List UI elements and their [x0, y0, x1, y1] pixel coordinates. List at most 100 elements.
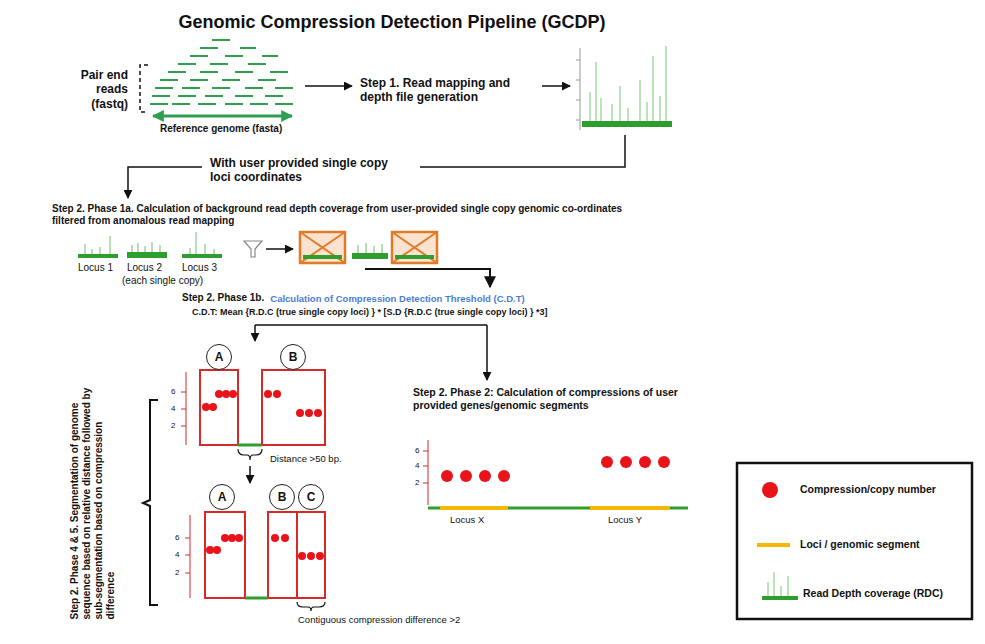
paired-reads	[152, 95, 170, 97]
paired-reads	[265, 95, 283, 97]
segmentation-panel	[200, 370, 238, 445]
filtered-loci	[352, 253, 388, 259]
legend-frame	[768, 572, 788, 597]
paired-reads	[205, 95, 223, 97]
segmentation-panel	[221, 534, 229, 542]
flow-arrow	[486, 325, 488, 380]
legend-frame	[737, 463, 972, 619]
axis-number: 6	[415, 446, 419, 456]
legend-text: Loci / genomic segment	[800, 538, 920, 551]
paired-reads	[270, 71, 288, 73]
formula-text: C.D.T: Mean {R.D.C (true single copy loc…	[192, 307, 548, 318]
segmentation-panel	[281, 534, 289, 542]
filtered-loci	[300, 232, 345, 263]
paired-reads	[250, 103, 268, 105]
segmentation-panel	[296, 409, 304, 417]
segmentation-panel	[297, 512, 325, 598]
diagram-title: Genomic Compression Detection Pipeline (…	[92, 12, 692, 34]
filtered-loci	[392, 232, 437, 263]
compression-panel	[639, 456, 651, 468]
depth-chart	[619, 86, 620, 124]
paired-reads	[212, 39, 230, 41]
compression-panel	[423, 440, 688, 508]
phase-bracket	[143, 400, 158, 605]
compression-panel	[441, 456, 670, 482]
segment-circle: A	[209, 484, 235, 510]
compression-panel	[498, 470, 510, 482]
axis-number: 4	[415, 461, 419, 471]
paired-reads	[235, 71, 253, 73]
locus-plots	[127, 252, 167, 258]
flow-arrow	[254, 325, 256, 341]
paired-reads	[155, 87, 173, 89]
step-note: With user provided single copy loci coor…	[210, 156, 410, 185]
paired-reads	[235, 95, 253, 97]
depth-chart	[576, 80, 580, 81]
segmentation-panel	[202, 390, 322, 417]
paired-reads	[222, 79, 240, 81]
flow-arrow	[542, 85, 570, 87]
depth-chart	[595, 62, 596, 124]
compression-panel	[460, 470, 472, 482]
flow-arrow	[365, 269, 490, 287]
segment-letter: A	[218, 490, 227, 504]
depth-chart	[659, 96, 660, 124]
paired-reads	[200, 47, 218, 49]
paired-reads	[178, 95, 196, 97]
segmentation-panel	[215, 390, 223, 398]
compression-panel	[428, 440, 429, 505]
paired-reads	[190, 79, 208, 81]
segmentation-panel	[316, 552, 324, 560]
segmentation-panel	[185, 555, 190, 556]
filtered-loci	[374, 246, 375, 253]
segment-letter: B	[278, 490, 287, 504]
paired-reads	[240, 47, 256, 49]
segmentation-panel	[245, 597, 268, 600]
reference-arrow	[153, 115, 292, 118]
compression-panel	[423, 466, 428, 467]
locus-plots	[138, 243, 139, 252]
segment-circle: B	[269, 484, 295, 510]
locus-plots	[92, 249, 93, 254]
segmentation-panel	[181, 426, 186, 427]
segmentation-panel	[202, 403, 210, 411]
segmentation-panel	[271, 534, 279, 542]
locus-label: Locus X	[450, 514, 484, 525]
segmentation-panel	[206, 534, 324, 560]
locus-plots	[110, 236, 111, 254]
paired-reads	[200, 71, 218, 73]
segmentation-panel	[181, 409, 186, 410]
legend-frame	[762, 596, 798, 600]
paired-reads	[190, 55, 208, 57]
locus-plots	[152, 242, 153, 252]
paired-reads	[150, 103, 168, 105]
segmentation-panel	[213, 546, 221, 554]
axis-number: 2	[171, 421, 175, 431]
segmentation-panel	[305, 409, 313, 417]
legend-frame	[767, 582, 768, 597]
paired-reads	[182, 87, 200, 89]
depth-chart	[646, 102, 647, 124]
paired-reads	[160, 79, 178, 81]
loci-input-line	[420, 135, 625, 167]
depth-chart	[582, 121, 672, 127]
compression-panel	[440, 506, 508, 510]
filtered-loci	[300, 232, 345, 263]
legend-text: Read Depth coverage (RDC)	[803, 587, 943, 600]
filtered-loci	[358, 245, 359, 253]
segmentation-panel	[209, 403, 217, 411]
step-label: Step 2. Phase 2: Calculation of compress…	[413, 386, 703, 411]
filtered-loci	[303, 255, 342, 259]
segmentation-panel	[235, 534, 243, 542]
legend-frame	[787, 576, 788, 597]
segmentation-panel	[268, 512, 297, 598]
step-label: Step 2. Phase 1b.	[182, 292, 264, 304]
locus-plots	[85, 232, 214, 254]
segment-circle: A	[206, 344, 232, 370]
segmentation-panel	[298, 552, 306, 560]
segmentation-panel	[238, 449, 262, 460]
paired-reads	[258, 79, 276, 81]
segmentation-panel	[205, 512, 245, 598]
filtered-loci	[395, 255, 434, 259]
input-label: Reference genome (fasta)	[160, 123, 282, 135]
